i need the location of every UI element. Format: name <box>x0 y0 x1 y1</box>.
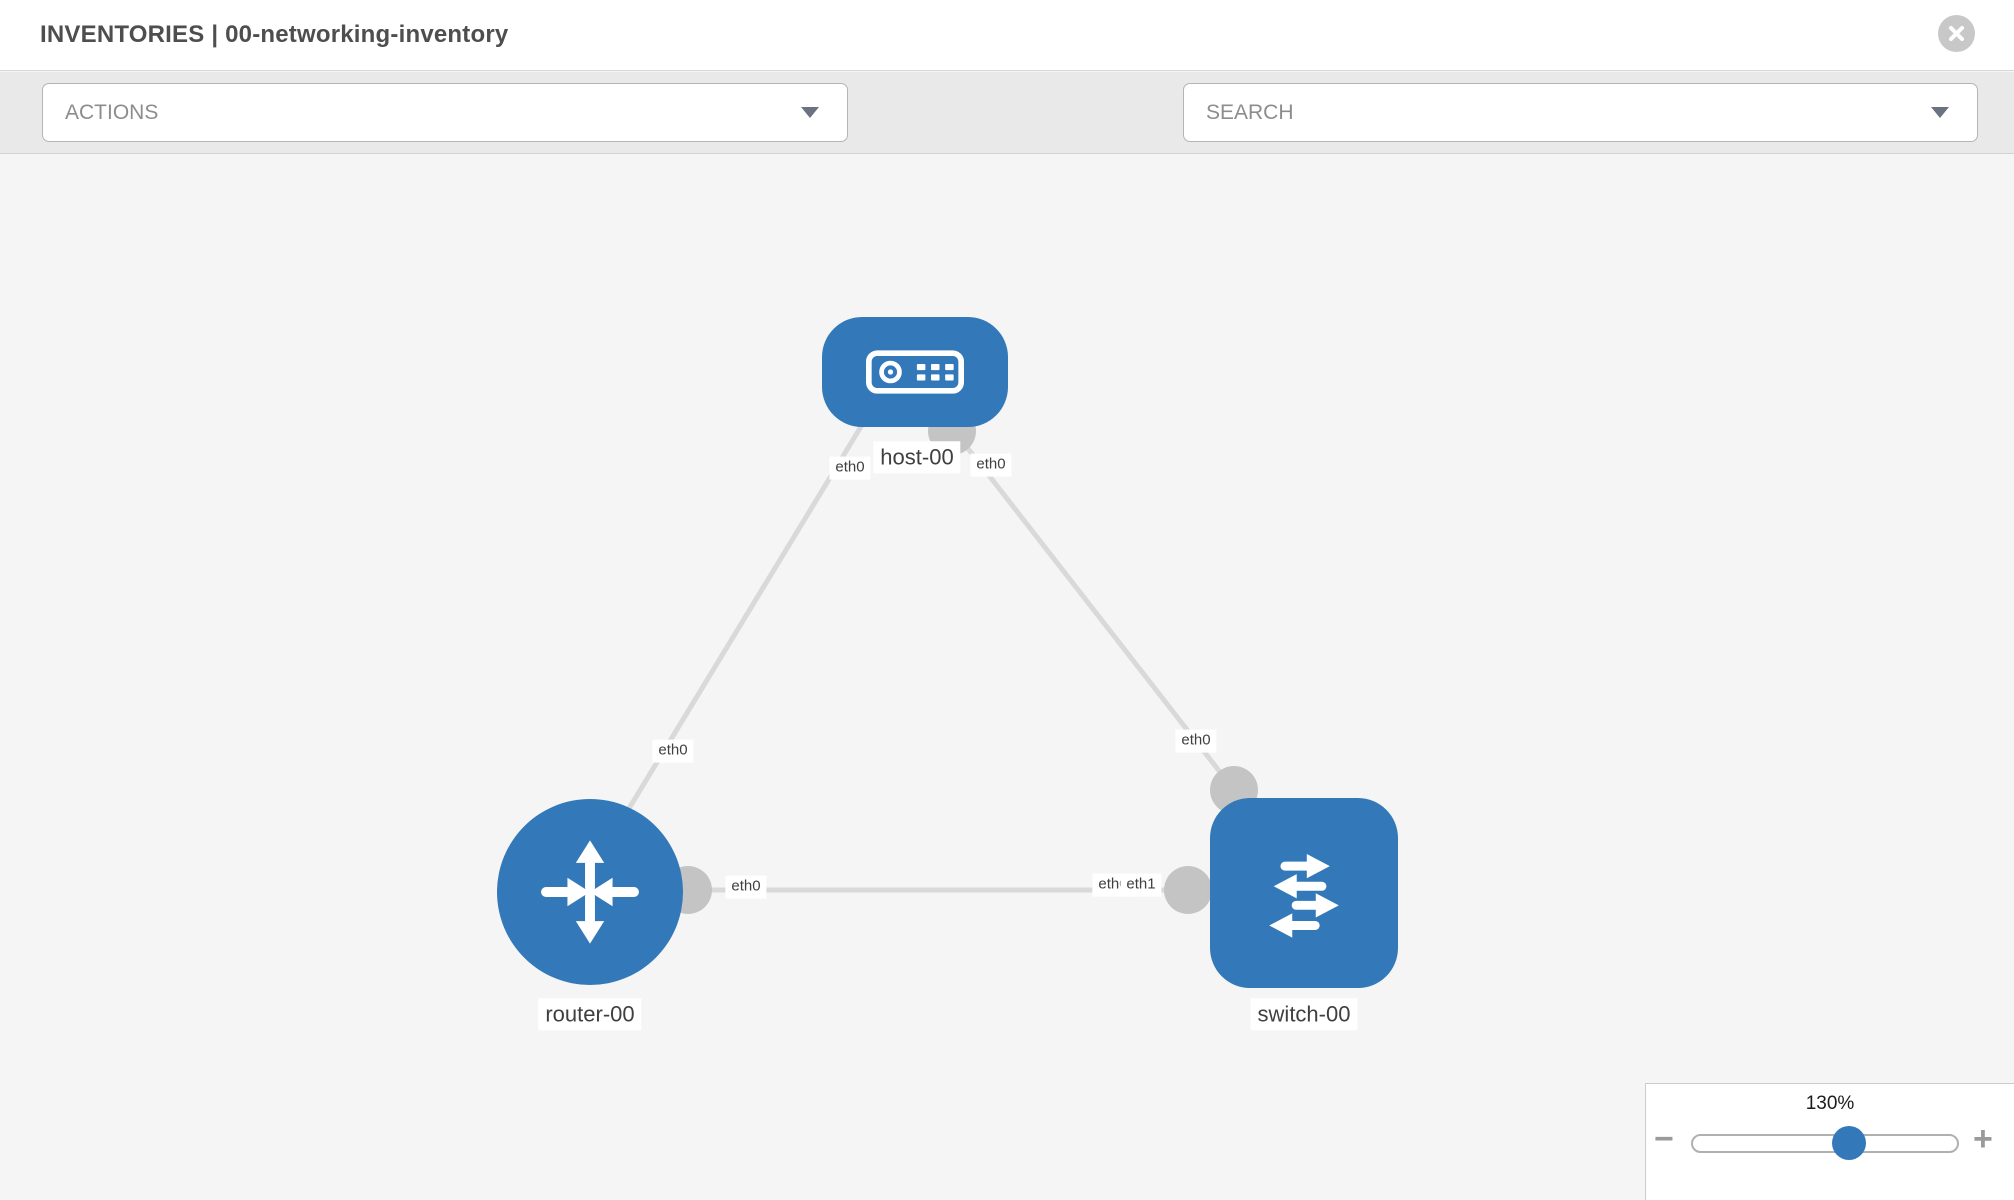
iface-label-router-to-host: eth0 <box>652 739 694 763</box>
close-button[interactable] <box>1938 15 1975 52</box>
iface-label-switch-to-router: eth1 <box>1120 873 1162 897</box>
actions-dropdown-label: ACTIONS <box>65 100 159 124</box>
chevron-down-icon <box>801 107 819 118</box>
node-host-00[interactable] <box>822 317 1008 427</box>
switch-arrows-icon <box>1269 853 1339 938</box>
node-switch-00[interactable] <box>1210 798 1398 988</box>
iface-label-host-to-switch: eth0 <box>970 453 1012 477</box>
page-title: INVENTORIES | 00-networking-inventory <box>40 21 509 48</box>
header: INVENTORIES | 00-networking-inventory <box>0 0 2014 71</box>
zoom-slider-thumb[interactable] <box>1832 1126 1866 1160</box>
search-input-placeholder: SEARCH <box>1206 100 1294 124</box>
chevron-down-icon <box>1931 107 1949 118</box>
iface-label-host-to-router: eth0 <box>829 456 871 480</box>
router-arrows-icon <box>541 840 639 944</box>
server-icon <box>866 350 964 394</box>
toolbar: ACTIONS SEARCH <box>0 72 2014 203</box>
zoom-out-button[interactable]: − <box>1654 1120 1674 1158</box>
actions-dropdown[interactable]: ACTIONS <box>42 83 848 142</box>
node-label-switch: switch-00 <box>1250 998 1358 1030</box>
zoom-in-button[interactable]: + <box>1973 1120 1993 1158</box>
iface-label-switch-to-host: eth0 <box>1175 729 1217 753</box>
zoom-control-panel: 130% − + <box>1645 1083 2014 1200</box>
search-dropdown[interactable]: SEARCH <box>1183 83 1978 142</box>
zoom-slider-track[interactable] <box>1691 1126 1959 1160</box>
node-label-router: router-00 <box>538 998 642 1030</box>
node-label-host: host-00 <box>873 441 961 473</box>
close-icon <box>1948 25 1965 42</box>
iface-label-router-to-switch: eth0 <box>725 875 767 899</box>
node-router-00[interactable] <box>497 799 683 985</box>
topology-canvas[interactable] <box>0 154 2014 1200</box>
zoom-level-label: 130% <box>1805 1093 1855 1114</box>
